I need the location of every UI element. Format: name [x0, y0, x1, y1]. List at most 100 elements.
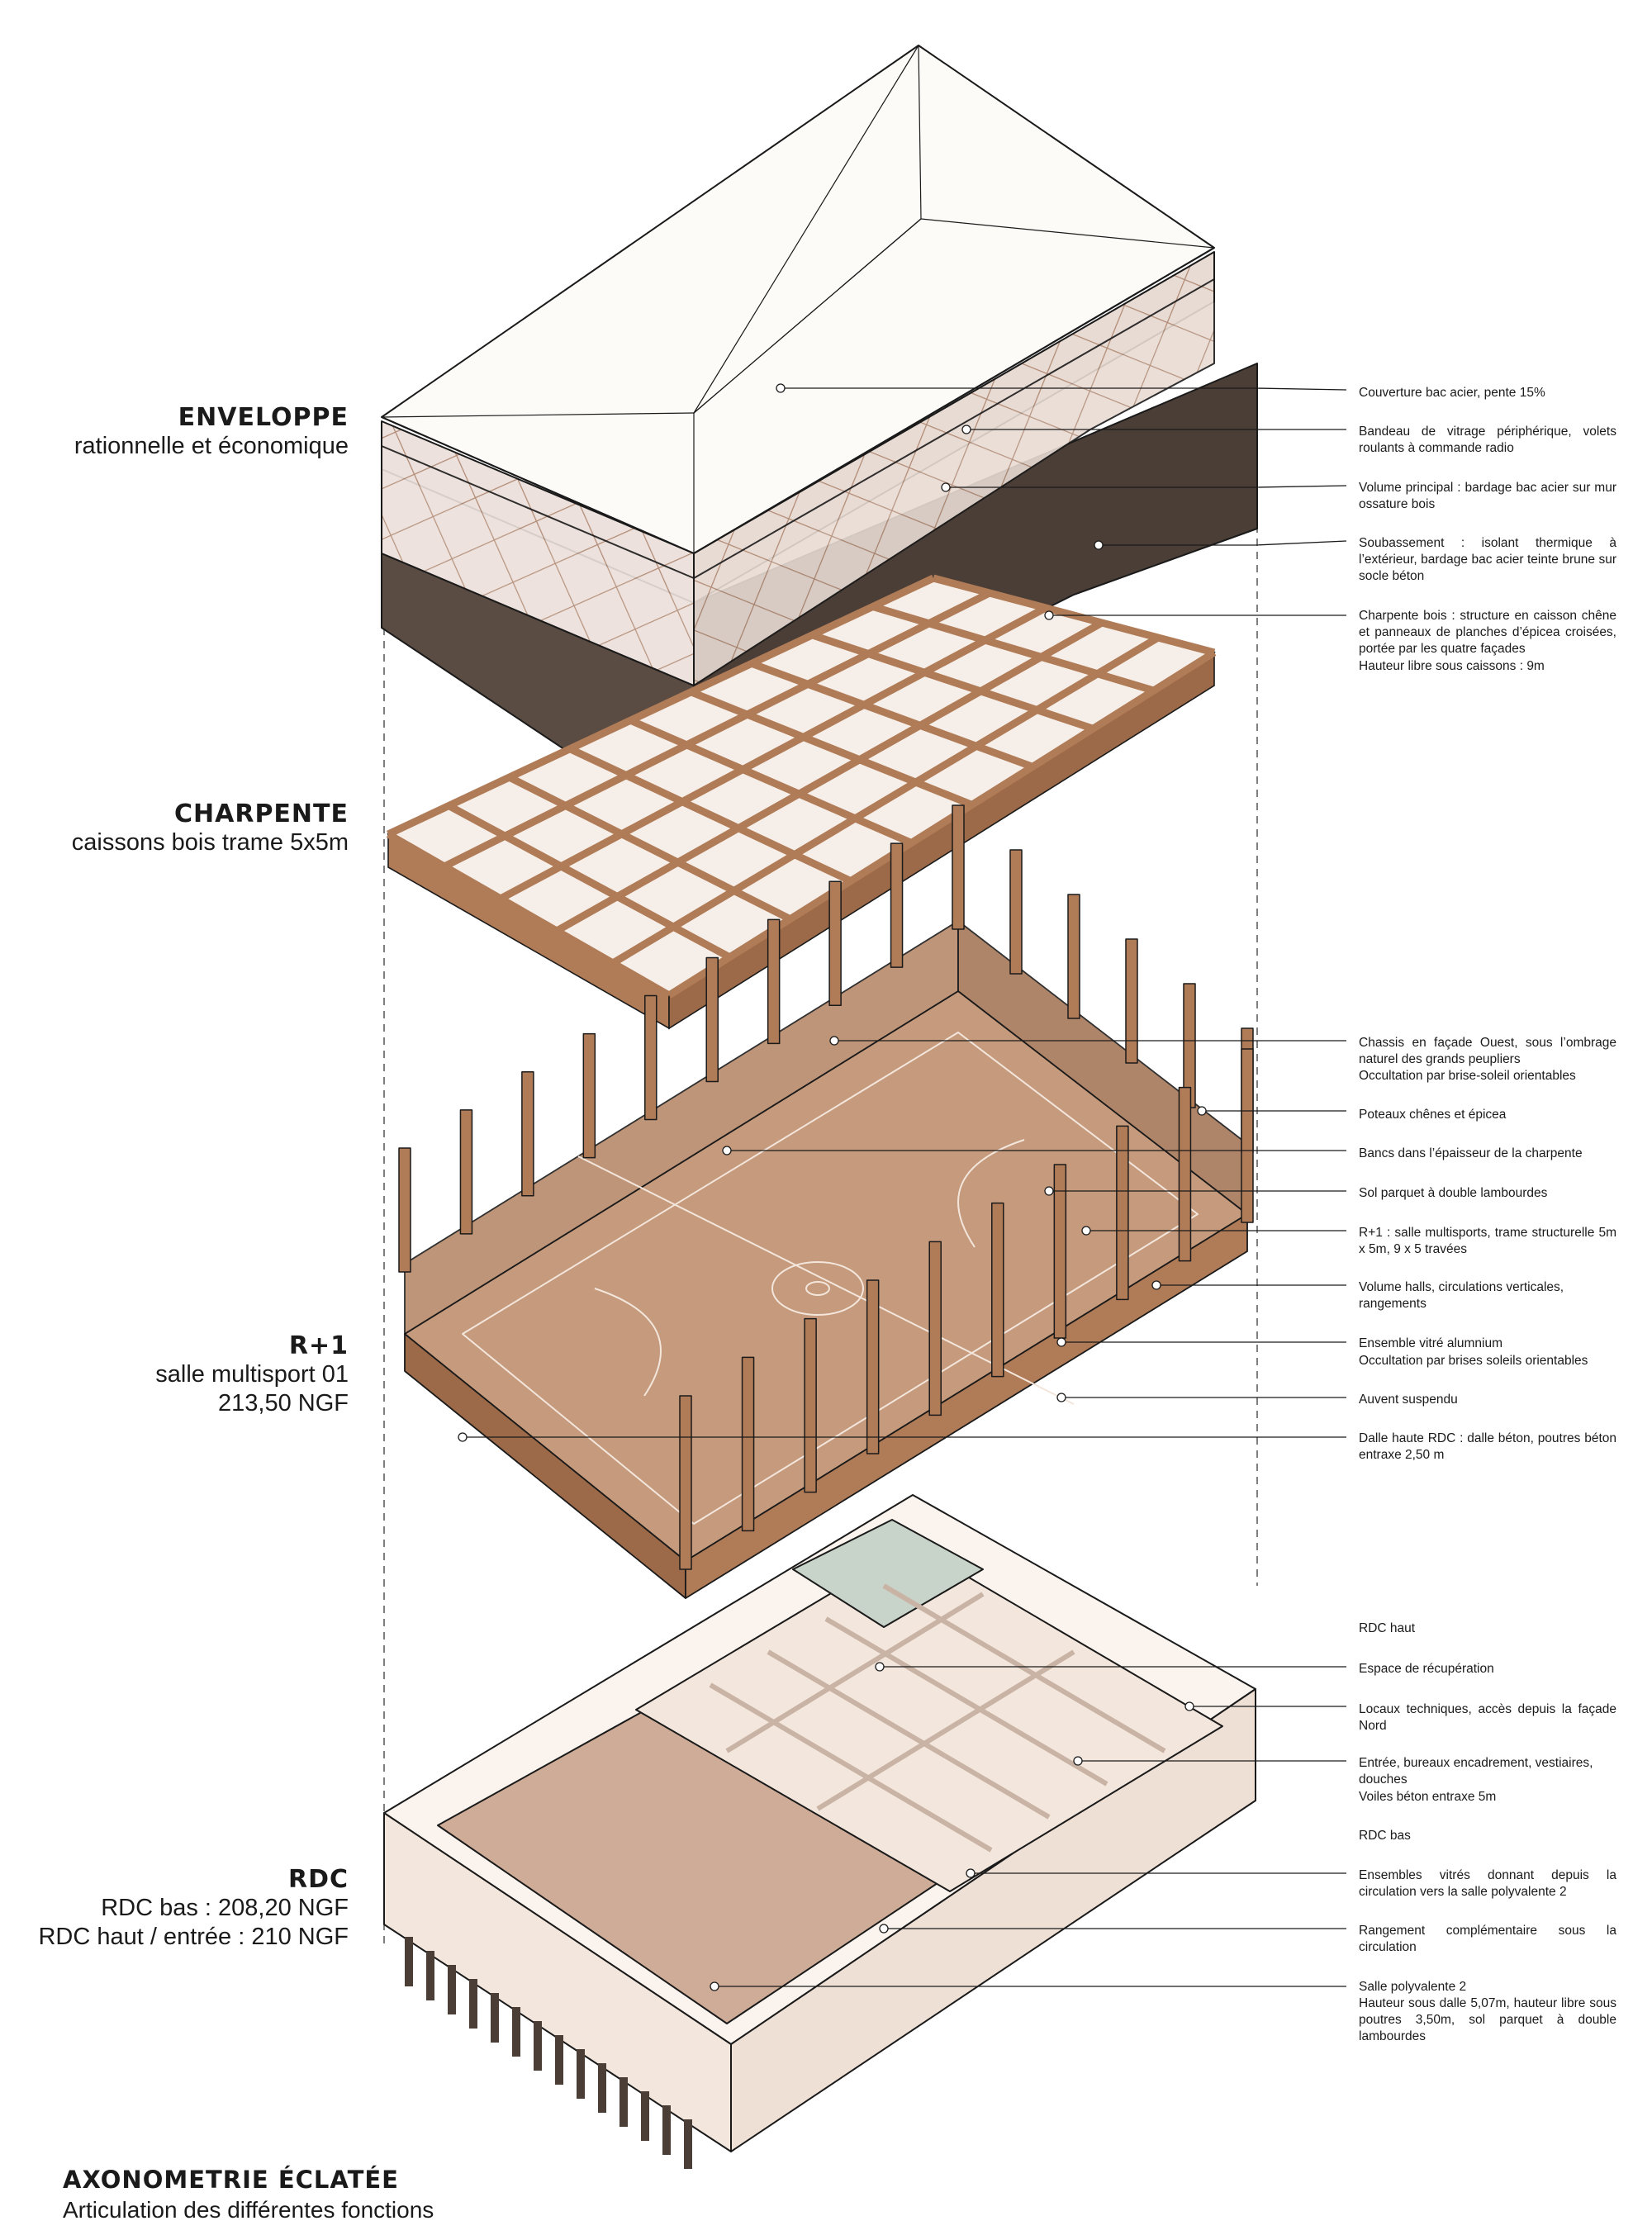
- column: [767, 918, 781, 1045]
- leader-dot: [941, 482, 951, 492]
- annotation: Volume halls, circulations verticales, r…: [1359, 1280, 1564, 1312]
- section-title: RDC: [287, 1865, 349, 1894]
- annotation: Chassis en façade Ouest, sous l’ombrage …: [1359, 1036, 1616, 1067]
- section-subtitle: salle multisport 01: [155, 1361, 349, 1388]
- charpente-beam: [447, 802, 732, 961]
- leader-line: [1099, 540, 1347, 546]
- leader-dot: [1081, 1226, 1091, 1236]
- column: [928, 1241, 942, 1416]
- charpente-beam: [689, 688, 974, 809]
- window: [491, 1993, 499, 2043]
- leader-line: [946, 485, 1347, 488]
- charpente-beam: [386, 831, 672, 999]
- charpente-beam: [387, 574, 935, 838]
- column: [705, 956, 719, 1083]
- column: [679, 1395, 692, 1570]
- window: [662, 2105, 671, 2155]
- leader-dot: [1151, 1280, 1161, 1290]
- annotation: Couverture bac acier, pente 15%: [1359, 386, 1545, 400]
- annotation: Sol parquet à double lambourdes: [1359, 1186, 1548, 1200]
- charpente-beam: [442, 589, 992, 871]
- column: [582, 1032, 596, 1159]
- leader-dot: [829, 1036, 839, 1046]
- leader-dot: [1073, 1756, 1083, 1766]
- column: [952, 804, 965, 930]
- annotation: Dalle haute RDC : dalle béton, poutres b…: [1359, 1431, 1616, 1463]
- annotation: RDC haut: [1359, 1621, 1416, 1635]
- r1-level: [398, 804, 1254, 1599]
- column: [398, 1147, 411, 1273]
- leader-dot: [875, 1662, 885, 1672]
- window: [684, 2119, 692, 2169]
- window: [577, 2049, 585, 2099]
- leader-dot: [722, 1146, 732, 1155]
- annotation: Soubassement : isolant thermique à l’ext…: [1359, 536, 1616, 584]
- column: [991, 1202, 1004, 1378]
- annotation: Rangement complémentaire sous la circula…: [1359, 1924, 1616, 1955]
- column: [1067, 894, 1080, 1019]
- charpente-beam: [667, 649, 1217, 999]
- section-subtitle: 213,50 NGF: [218, 1389, 349, 1416]
- section-subtitle: RDC haut / entrée : 210 NGF: [38, 1923, 349, 1950]
- annotation: Bandeau de vitrage périphérique, volets …: [1359, 425, 1616, 456]
- leader-dot: [1184, 1701, 1194, 1711]
- window: [641, 2091, 649, 2141]
- leader-dot: [966, 1868, 976, 1878]
- charpente-beam: [629, 717, 914, 847]
- leader-line: [781, 387, 1347, 391]
- column: [804, 1317, 817, 1493]
- section-title: CHARPENTE: [174, 800, 349, 828]
- annotation: Hauteur sous dalle 5,07m, hauteur libre …: [1359, 1996, 1616, 2044]
- window: [598, 2063, 606, 2113]
- column: [459, 1109, 473, 1235]
- annotation: R+1 : salle multisports, trame structure…: [1359, 1226, 1616, 1257]
- leader-dot: [710, 1981, 719, 1991]
- column: [644, 994, 657, 1121]
- leader-dot: [1044, 1186, 1054, 1196]
- annotation: Charpente bois : structure en caisson ch…: [1359, 609, 1616, 657]
- section-rdc: RDC RDC bas : 208,20 NGF RDC haut / entr…: [38, 1865, 349, 1951]
- annotation: Bancs dans l’épaisseur de la charpente: [1359, 1146, 1583, 1160]
- section-charpente: CHARPENTE caissons bois trame 5x5m: [72, 800, 349, 857]
- window: [448, 1965, 456, 2014]
- charpente-beam: [568, 745, 852, 885]
- window: [469, 1979, 477, 2029]
- alignment-lines: [383, 380, 1258, 1949]
- window: [405, 1937, 413, 1986]
- charpente-beam: [871, 603, 1155, 695]
- annotation: Locaux techniques, accès depuis la façad…: [1359, 1702, 1616, 1734]
- charpente-beam: [554, 619, 1104, 934]
- window: [620, 2077, 628, 2127]
- section-r1: R+1 salle multisport 01 213,50 NGF: [155, 1331, 349, 1417]
- column: [521, 1071, 534, 1197]
- section-subtitle: rationnelle et économique: [74, 433, 349, 460]
- charpente-beam: [498, 605, 1048, 902]
- section-subtitle: caissons bois trame 5x5m: [71, 829, 349, 857]
- leader-dot: [961, 425, 971, 434]
- rdc-level: [383, 1494, 1256, 2169]
- annotation: Occultation par brises soleils orientabl…: [1359, 1354, 1588, 1368]
- leader-dot: [1197, 1106, 1207, 1116]
- drawing-subtitle-text: Articulation des différentes fonctions: [63, 2197, 434, 2223]
- column: [1116, 1125, 1129, 1301]
- annotation: Occultation par brise-soleil orientables: [1359, 1069, 1576, 1083]
- window: [512, 2007, 520, 2057]
- column: [866, 1279, 880, 1454]
- charpente-beam: [507, 774, 792, 923]
- annotation: Hauteur libre sous caissons : 9m: [1359, 659, 1545, 673]
- annotation: Poteaux chênes et épicea: [1359, 1108, 1507, 1122]
- annotation: Ensembles vitrés donnant depuis la circu…: [1359, 1868, 1616, 1900]
- leader-dot: [1056, 1393, 1066, 1402]
- section-subtitle: RDC bas : 208,20 NGF: [101, 1895, 349, 1922]
- annotation: Salle polyvalente 2: [1359, 1980, 1467, 1994]
- column: [890, 842, 904, 968]
- annotation: Voiles béton entraxe 5m: [1359, 1790, 1497, 1804]
- section-title: ENVELOPPE: [178, 403, 349, 432]
- annotation: Auvent suspendu: [1359, 1393, 1458, 1407]
- drawing-title: AXONOMETRIE ÉCLATÉE Articulation des dif…: [63, 2166, 434, 2223]
- column: [1009, 849, 1023, 975]
- annotation: Ensemble vitré alumnium: [1359, 1336, 1503, 1350]
- drawing-title-text: AXONOMETRIE ÉCLATÉE: [63, 2166, 399, 2194]
- column: [1178, 1086, 1192, 1262]
